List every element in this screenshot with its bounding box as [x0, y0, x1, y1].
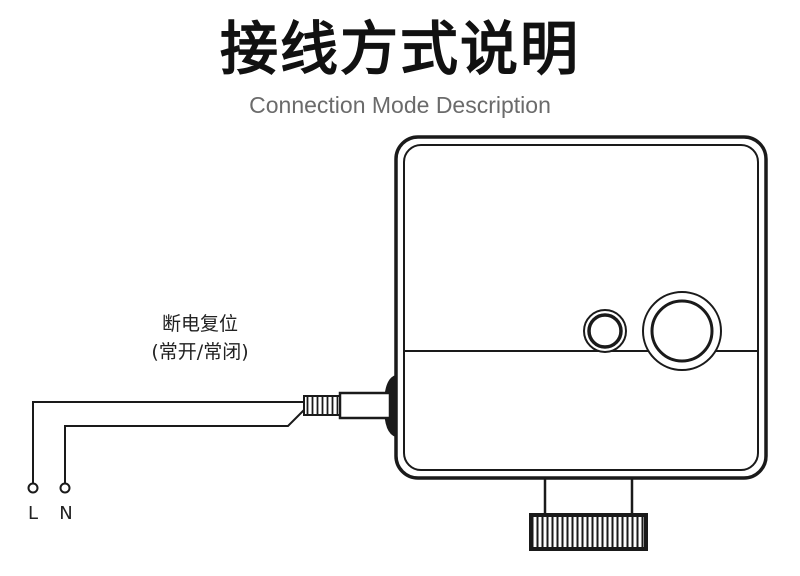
- terminal-live-label: L: [28, 503, 38, 524]
- device-body: [394, 135, 768, 480]
- page-subtitle: Connection Mode Description: [249, 92, 551, 118]
- wire-label-line1: 断电复位: [162, 313, 238, 335]
- wire-neutral: [64, 409, 305, 484]
- terminal-neutral-icon: [59, 482, 71, 494]
- cable-gland: [303, 375, 396, 437]
- page-title: 接线方式说明: [219, 15, 580, 83]
- mounting-bracket: [543, 478, 634, 513]
- reset-button-icon: [642, 291, 722, 371]
- knurled-knob-icon: [529, 513, 648, 551]
- terminal-live-icon: [27, 482, 39, 494]
- wire-label-line2: (常开/常闭): [151, 341, 248, 363]
- terminal-neutral-label: N: [59, 503, 72, 524]
- indicator-light-icon: [583, 309, 627, 353]
- wire-live: [32, 401, 304, 484]
